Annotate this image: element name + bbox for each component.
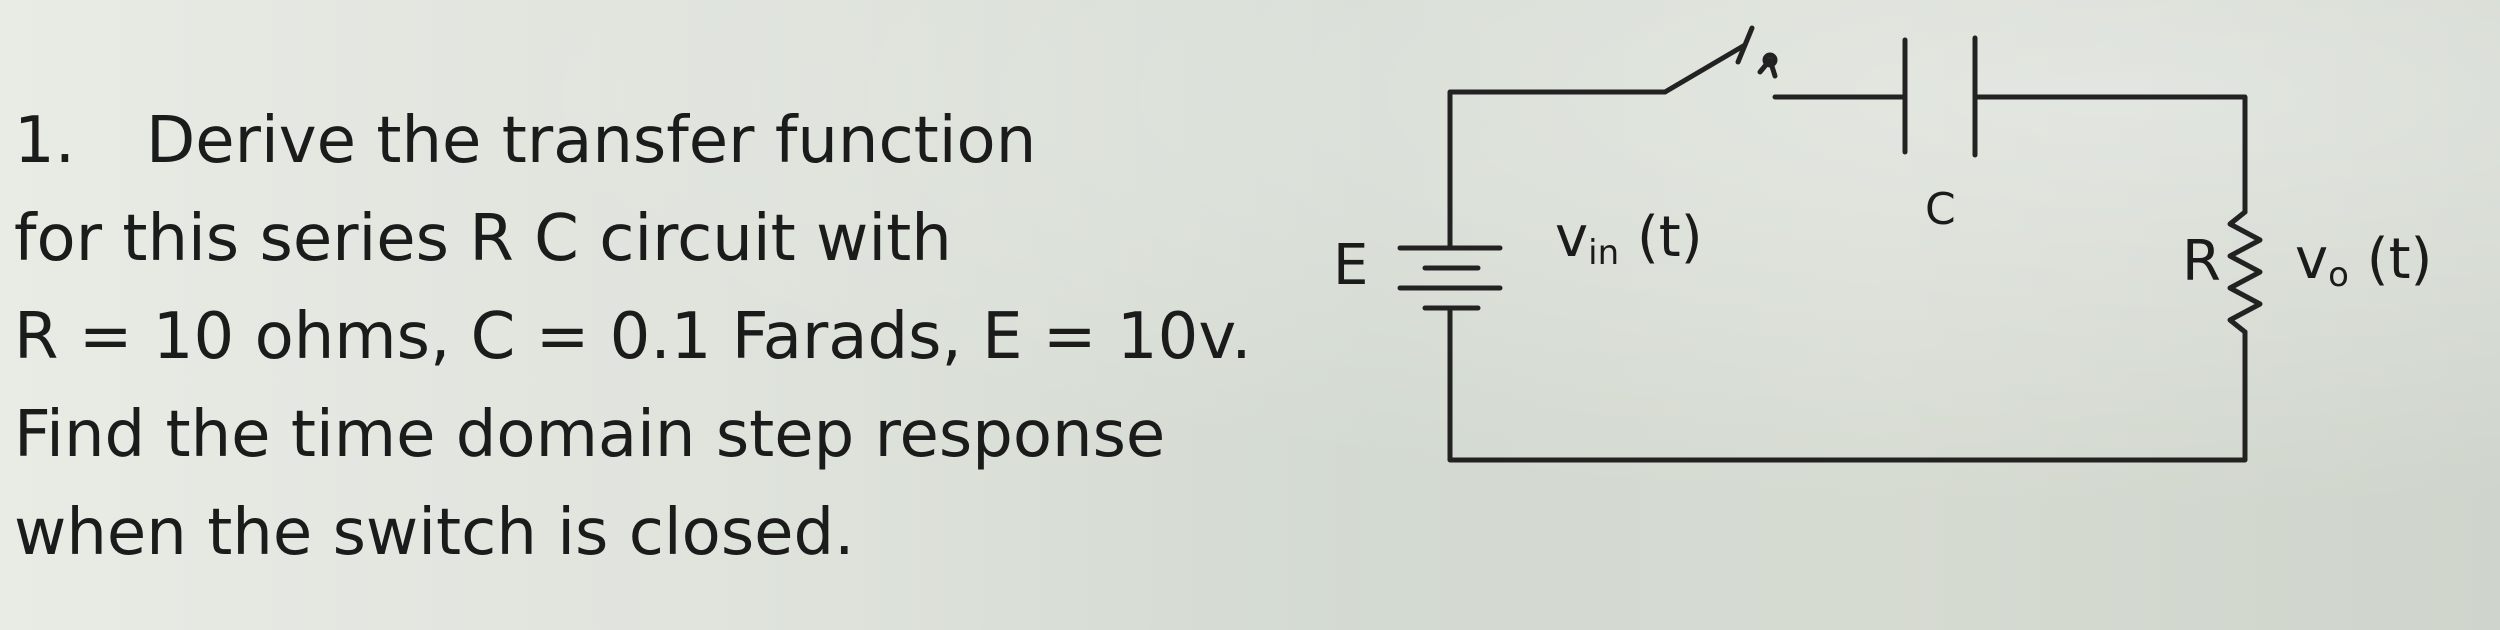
switch-arm <box>1662 42 1748 95</box>
resistor-zigzag <box>2227 209 2263 335</box>
problem-line-3: R = 10 ohms, C = 0.1 Farads, E = 10v. <box>14 288 1252 386</box>
problem-number: 1. <box>14 104 76 178</box>
vin-symbol: v <box>1555 205 1589 270</box>
resistor-label: R <box>2182 229 2221 294</box>
vo-subscript: o <box>2328 255 2349 295</box>
problem-text-line: Derive the transfer function <box>146 104 1037 178</box>
switch-tick <box>1735 25 1755 65</box>
wire-top-right <box>1972 94 2248 215</box>
problem-line-4: Find the time domain step response <box>14 386 1252 484</box>
vin-suffix: (t) <box>1619 205 1703 270</box>
problem-text-line: when the switch is closed. <box>14 496 855 570</box>
vo-suffix: (t) <box>2348 227 2433 292</box>
vin-label: vin (t) <box>1555 210 1703 273</box>
vin-subscript: in <box>1588 233 1620 273</box>
switch-arrow <box>1757 57 1778 79</box>
problem-line-1: 1. Derive the transfer function <box>14 92 1252 190</box>
vo-symbol: v <box>2295 227 2329 292</box>
problem-line-2: for this series R C circuit with <box>14 190 1252 288</box>
problem-line-5: when the switch is closed. <box>14 484 1252 582</box>
problem-text-line: R = 10 ohms, C = 0.1 Farads, E = 10v. <box>14 300 1252 374</box>
problem-text-line: Find the time domain step response <box>14 398 1166 472</box>
capacitor-label: C <box>1925 184 1956 235</box>
wire-bottom <box>1447 329 2248 463</box>
wire-top-left <box>1447 89 1668 223</box>
problem-text-line: for this series R C circuit with <box>14 202 952 276</box>
problem-statement: 1. Derive the transfer function for this … <box>14 92 1252 582</box>
vo-label: vo (t) <box>2295 232 2432 295</box>
source-label: E <box>1333 233 1369 298</box>
